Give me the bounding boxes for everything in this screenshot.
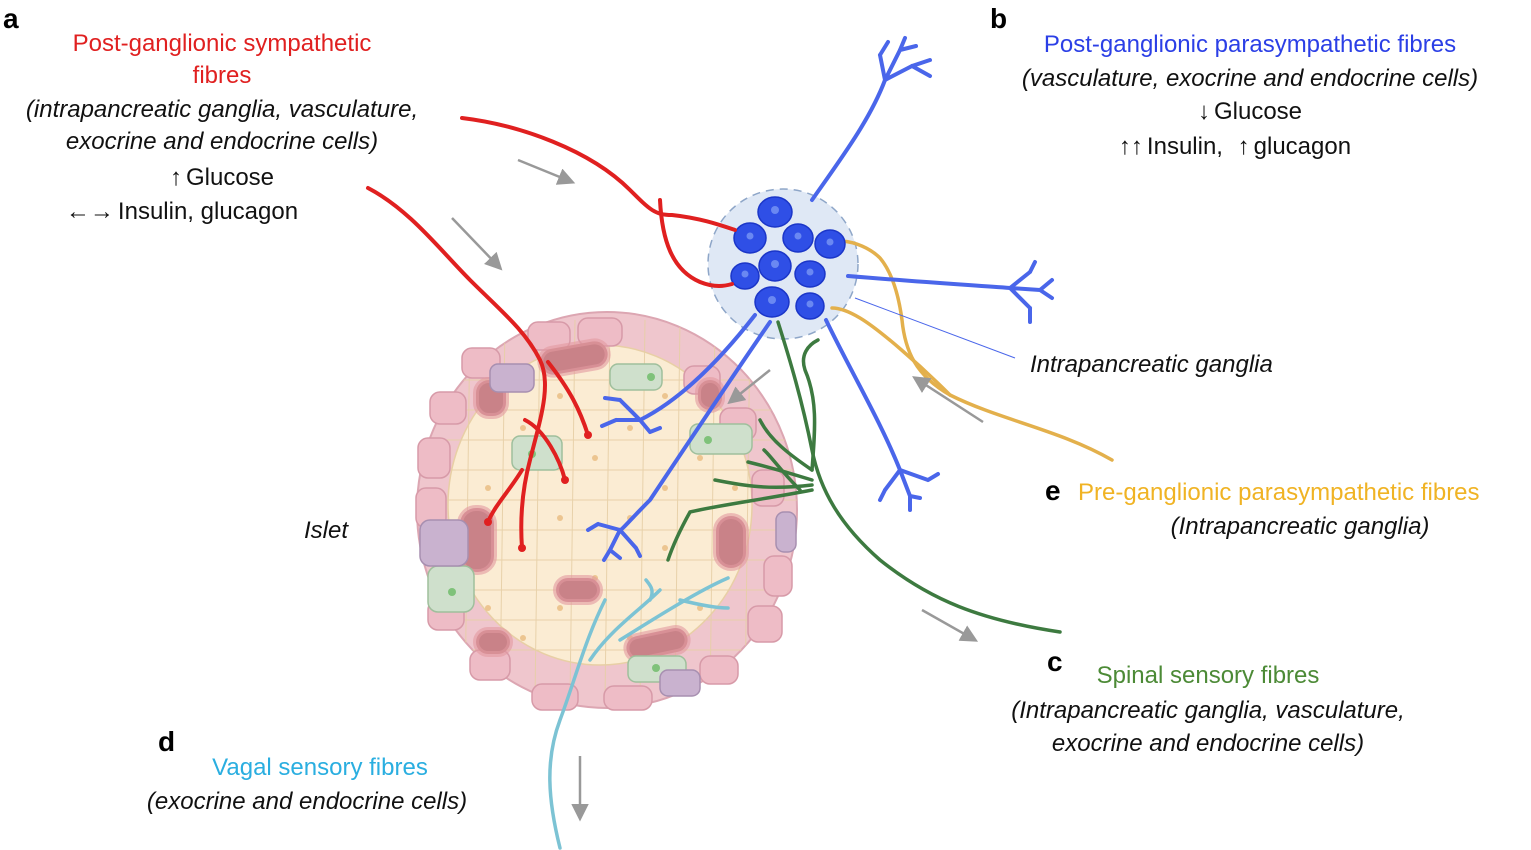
parasympathetic-title: Post-ganglionic parasympathetic fibres — [1043, 31, 1457, 58]
arrow-sympathetic-1 — [517, 158, 576, 185]
sympathetic-targets-line2: exocrine and endocrine cells) — [65, 128, 379, 155]
parasympathetic-glucose-label: Glucose — [1213, 98, 1303, 125]
sympathetic-hormone-label: Insulin, glucagon — [117, 198, 299, 225]
flow-arrows — [451, 158, 984, 822]
ganglia-label: Intrapancreatic ganglia — [1030, 351, 1273, 378]
parasympathetic-glucose-effect: ↓Glucose — [1198, 95, 1302, 129]
postganglionic-sympathetic-fibres — [366, 116, 737, 550]
spinal-sensory-targets-line1: (Intrapancreatic ganglia, vasculature, — [1011, 697, 1405, 724]
sympathetic-title-line2: fibres — [192, 62, 252, 89]
panel-label-b: b — [990, 3, 1008, 34]
parasympathetic-glucagon-label: glucagon — [1253, 133, 1352, 160]
vagal-sensory-targets: (exocrine and endocrine cells) — [146, 788, 468, 815]
down-arrow-icon: ↓ — [1197, 98, 1210, 125]
sympathetic-terminals — [484, 431, 592, 552]
arrow-sympathetic-2 — [451, 217, 503, 271]
left-right-arrow-icon: ←→ — [65, 198, 114, 225]
panel-label-e: e — [1045, 475, 1061, 506]
vagal-sensory-fibres — [548, 576, 730, 850]
spinal-sensory-fibres — [666, 320, 1062, 634]
parasympathetic-hormone-effect: ↑↑Insulin, ↑glucagon — [1119, 130, 1351, 164]
sympathetic-glucose-label: Glucose — [185, 164, 275, 191]
panel-label-a: a — [3, 3, 19, 34]
vagal-sensory-title: Vagal sensory fibres — [212, 754, 428, 781]
preganglionic-targets: (Intrapancreatic ganglia) — [1170, 513, 1430, 540]
postganglionic-parasympathetic-fibres — [586, 36, 1054, 562]
sympathetic-targets-line1: (intrapancreatic ganglia, vasculature, — [25, 96, 419, 123]
islet — [415, 311, 798, 711]
parasympathetic-neurons — [730, 196, 846, 320]
sympathetic-glucose-effect: ↑Glucose — [170, 161, 274, 195]
arrow-preganglionic — [912, 376, 984, 424]
panel-label-d: d — [158, 726, 176, 757]
up-arrow-icon: ↑ — [1237, 133, 1250, 160]
arrow-spinal — [921, 608, 979, 642]
capillaries — [457, 338, 749, 663]
spinal-sensory-title: Spinal sensory fibres — [1096, 662, 1320, 689]
pp-cells — [419, 363, 797, 697]
parasympathetic-targets: (vasculature, exocrine and endocrine cel… — [1021, 65, 1479, 92]
sympathetic-hormone-effect: ←→Insulin, glucagon — [66, 195, 298, 229]
ganglia-leader-line — [854, 297, 1016, 359]
up-arrow-icon: ↑ — [169, 164, 182, 191]
spinal-sensory-targets-line2: exocrine and endocrine cells) — [1051, 730, 1365, 757]
arrow-parasympathetic — [727, 369, 771, 405]
sympathetic-title-line1: Post-ganglionic sympathetic — [72, 30, 372, 57]
parasympathetic-insulin-label: Insulin, — [1146, 133, 1223, 160]
preganglionic-parasympathetic-fibres — [830, 239, 1114, 462]
panel-label-c: c — [1047, 646, 1063, 677]
double-up-arrow-icon: ↑↑ — [1118, 133, 1143, 160]
preganglionic-title: Pre-ganglionic parasympathetic fibres — [1078, 479, 1480, 506]
islet-label: Islet — [304, 517, 349, 544]
